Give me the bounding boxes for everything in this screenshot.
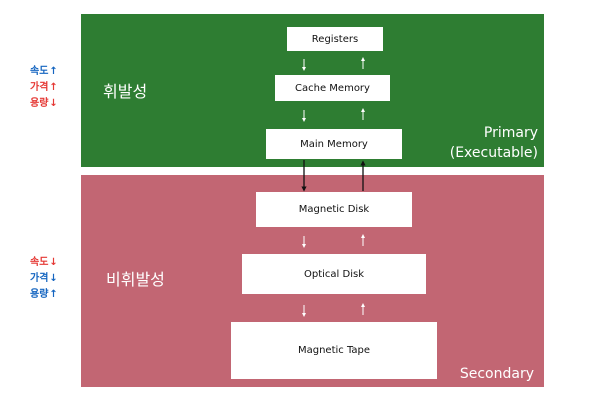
registers-box: Registers	[287, 27, 383, 51]
legend-label: 속도	[30, 66, 49, 77]
cache-memory-box: Cache Memory	[275, 75, 390, 101]
magnetic-tape-box: Magnetic Tape	[231, 322, 437, 379]
primary-label-line1: Primary	[483, 125, 538, 141]
arrow-icon: ↓	[49, 257, 58, 268]
legend-speed-row: 속도↑	[30, 64, 58, 80]
legend-price-row: 가격↓	[30, 271, 58, 287]
volatile-label: 휘발성	[103, 82, 148, 101]
legend-capacity-row: 용량↑	[30, 287, 58, 303]
primary-label-line2: (Executable)	[449, 145, 538, 161]
nonvolatile-label: 비휘발성	[106, 270, 165, 289]
legend-speed-row: 속도↓	[30, 255, 58, 271]
optical-disk-box: Optical Disk	[242, 254, 426, 294]
legend-label: 가격	[30, 82, 49, 93]
arrow-icon: ↑	[49, 66, 58, 77]
legend-nonvolatile: 속도↓ 가격↓ 용량↑	[30, 255, 58, 303]
primary-tier-label: Primary (Executable)	[450, 123, 538, 163]
legend-label: 속도	[30, 257, 49, 268]
arrow-icon: ↑	[49, 82, 58, 93]
legend-volatile: 속도↑ 가격↑ 용량↓	[30, 64, 58, 112]
legend-price-row: 가격↑	[30, 80, 58, 96]
legend-label: 용량	[30, 98, 49, 109]
legend-label: 용량	[30, 289, 49, 300]
arrow-icon: ↓	[49, 273, 58, 284]
legend-capacity-row: 용량↓	[30, 96, 58, 112]
arrow-icon: ↓	[49, 98, 58, 109]
magnetic-disk-box: Magnetic Disk	[256, 192, 412, 227]
secondary-tier-label: Secondary	[459, 366, 534, 382]
legend-label: 가격	[30, 273, 49, 284]
main-memory-box: Main Memory	[266, 129, 402, 159]
arrow-icon: ↑	[49, 289, 58, 300]
